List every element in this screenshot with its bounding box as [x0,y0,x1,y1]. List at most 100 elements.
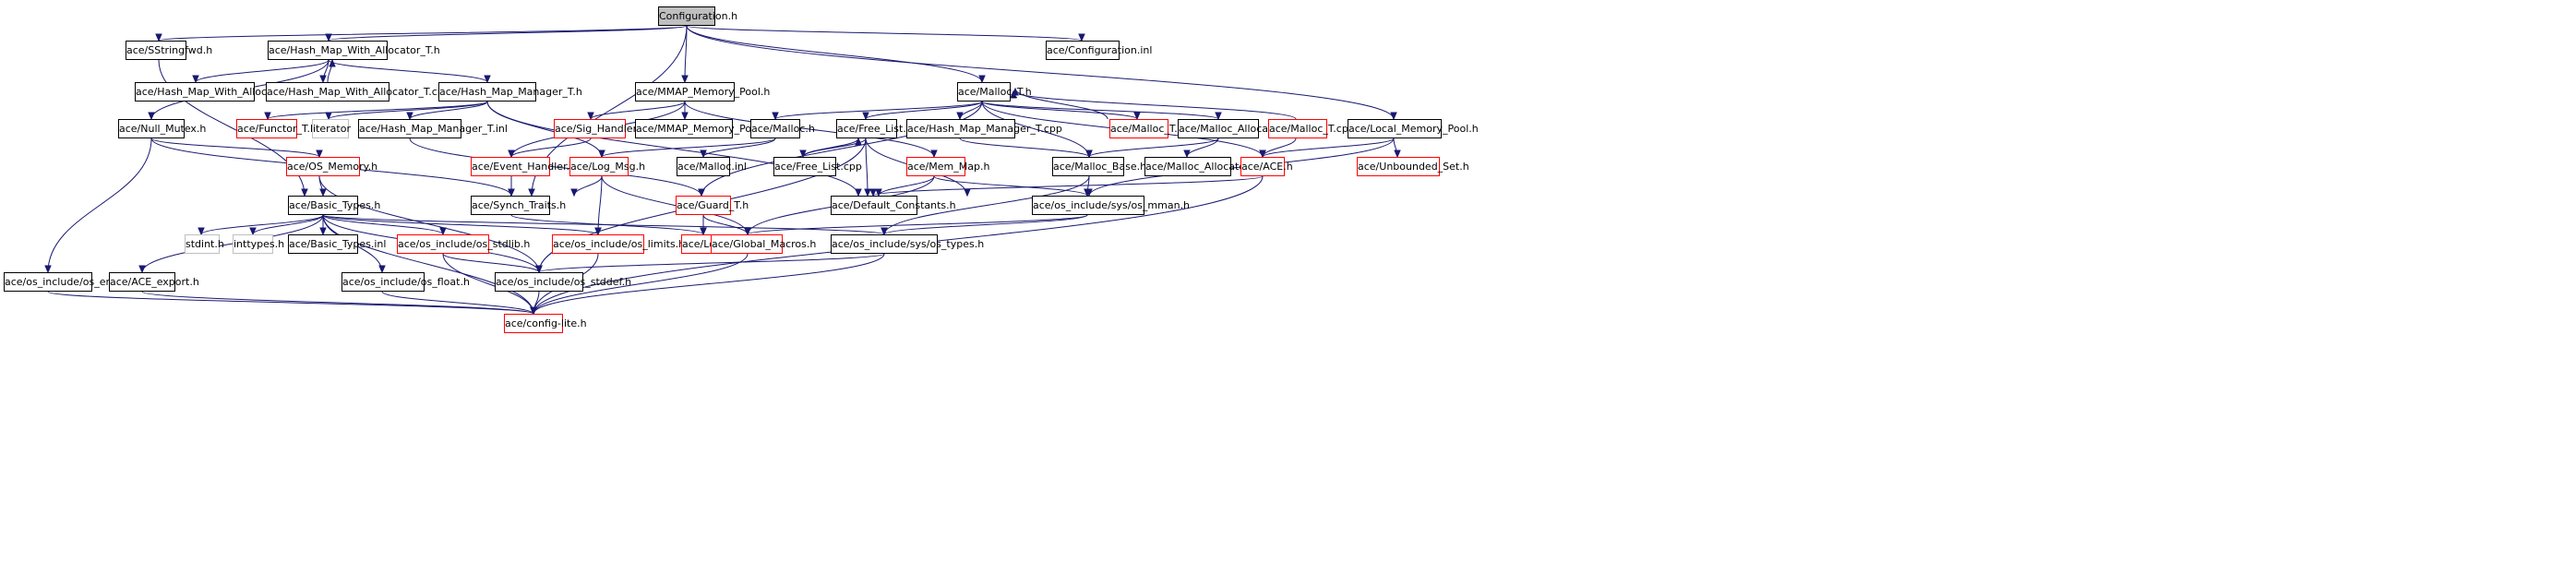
node-malloc-allocator-h[interactable]: ace/Malloc_Allocator.h [1178,119,1291,138]
node-malloc-t-h[interactable]: ace/Malloc_T.h [957,82,1032,102]
node-mmap-memory-pool-inl[interactable]: ace/MMAP_Memory_Pool.inl [635,119,775,138]
dependency-arrowhead [964,188,971,197]
dependency-arrowhead [681,75,689,84]
dependency-arrowhead [1085,149,1093,159]
node-malloc-t-cpp[interactable]: ace/Malloc_T.cpp [1268,119,1355,138]
node-os-errno-h[interactable]: ace/os_include/os_errno.h [4,272,136,292]
node-hash-map-manager-t-inl[interactable]: ace/Hash_Map_Manager_T.inl [358,119,508,138]
dependency-arrowhead [148,112,155,121]
dependency-edge [267,101,488,120]
dependency-arrowhead [864,188,871,197]
node-os-limits-h[interactable]: ace/os_include/os_limits.h [552,234,685,254]
dependency-arrowhead [869,188,877,197]
node-ace-h[interactable]: ace/ACE.h [1240,157,1293,176]
node-os-stddef-h[interactable]: ace/os_include/os_stddef.h [495,272,631,292]
dependency-edge [252,214,324,235]
node-malloc-allocator-inl[interactable]: ace/Malloc_Allocator.inl [1144,157,1264,176]
dependency-edge [328,25,688,42]
dependency-arrowhead [198,227,205,236]
dependency-edge [150,138,320,158]
node-mmap-memory-pool-h[interactable]: ace/MMAP_Memory_Pool.h [635,82,770,102]
node-null-mutex-h[interactable]: ace/Null_Mutex.h [118,119,206,138]
node-global-macros-h[interactable]: ace/Global_Macros.h [711,234,816,254]
node-default-constants-h[interactable]: ace/Default_Constants.h [831,196,956,215]
node-os-types-h[interactable]: ace/os_include/sys/os_types.h [831,234,984,254]
dependency-edge [933,175,1088,197]
node-unbounded-set-h[interactable]: ace/Unbounded_Set.h [1357,157,1469,176]
node-malloc-t-inl[interactable]: ace/Malloc_T.inl [1109,119,1190,138]
node-basic-types-inl[interactable]: ace/Basic_Types.inl [288,234,386,254]
dependency-arrowhead [325,112,332,121]
node-hash-map-manager-t-cpp[interactable]: ace/Hash_Map_Manager_T.cpp [906,119,1062,138]
dependency-edge [872,175,1264,197]
dependency-arrowhead [681,112,689,121]
dependency-edge [538,253,885,273]
dependency-arrowhead [44,265,52,274]
node-os-stdlib-h[interactable]: ace/os_include/os_stdlib.h [397,234,530,254]
node-hash-map-with-allocator-t-cpp[interactable]: ace/Hash_Map_With_Allocator_T.cpp [266,82,450,102]
dependency-edge [381,291,534,315]
node-basic-types-h[interactable]: ace/Basic_Types.h [288,196,380,215]
dependency-arrowhead [508,149,515,159]
node-os-float-h[interactable]: ace/os_include/os_float.h [341,272,470,292]
dependency-edge [1014,88,1108,120]
dependency-edge [686,25,983,83]
node-config-lite-h[interactable]: ace/config-lite.h [504,314,587,333]
dependency-edge [328,59,488,83]
dependency-edge [1012,90,1297,120]
dependency-arrowhead [329,58,336,67]
node-synch-traits-h[interactable]: ace/Synch_Traits.h [471,196,566,215]
dependency-edge [981,101,1219,120]
node-event-handler-h[interactable]: ace/Event_Handler.h [471,157,576,176]
dependency-edge [686,25,1395,120]
dependency-edge [409,101,488,120]
dependency-arrowhead [319,188,327,197]
node-local-memory-pool-h[interactable]: ace/Local_Memory_Pool.h [1348,119,1479,138]
node-ace-export-h[interactable]: ace/ACE_export.h [109,272,199,292]
dependency-edge [684,101,935,158]
dependency-arrowhead [700,227,707,236]
dependency-edge [322,214,444,235]
dependency-arrowhead [528,188,535,197]
dependency-arrowhead [508,188,515,197]
dependency-arrowhead [325,33,332,42]
dependency-edge [702,138,776,158]
node-configuration-inl[interactable]: ace/Configuration.inl [1046,41,1152,60]
node-mem-map-h[interactable]: ace/Mem_Map.h [906,157,989,176]
dependency-arrowhead [772,112,779,121]
node-os-mman-h[interactable]: ace/os_include/sys/os_mman.h [1032,196,1190,215]
dependency-arrowhead [1084,188,1091,197]
node-free-list-h[interactable]: ace/Free_List.h [836,119,913,138]
node-guard-t-h[interactable]: ace/Guard_T.h [676,196,749,215]
dependency-edge [959,138,1090,158]
dependency-edge [981,101,1090,158]
node-sig-handler-h[interactable]: ace/Sig_Handler.h [554,119,646,138]
node-malloc-h[interactable]: ace/Malloc.h [750,119,815,138]
dependency-arrowhead [930,149,938,159]
dependency-edge [533,253,749,315]
dependency-arrowhead [264,112,271,121]
dependency-arrowhead [319,227,327,236]
node-malloc-inl[interactable]: ace/Malloc.inl [677,157,747,176]
dependency-edge [601,138,776,158]
dependency-arrowhead [855,188,862,197]
dependency-arrowhead [598,149,605,159]
node-hash-map-manager-t-h[interactable]: ace/Hash_Map_Manager_T.h [438,82,582,102]
dependency-arrowhead [1078,33,1085,42]
node-functor-t-h[interactable]: ace/Functor_T.h [236,119,317,138]
dependency-arrowhead [570,188,578,197]
node-inttypes-h: inttypes.h [233,234,284,254]
dependency-edge [322,214,534,315]
dependency-arrowhead [1390,112,1397,121]
dependency-arrowhead [530,306,537,316]
dependency-edge [701,101,983,197]
node-sstringfwd-h[interactable]: ace/SStringfwd.h [126,41,212,60]
node-os-memory-h[interactable]: ace/OS_Memory.h [286,157,377,176]
node-hash-map-with-allocator-t-inl[interactable]: ace/Hash_Map_With_Allocator_T.inl [135,82,313,102]
node-stdint-h: stdint.h [185,234,224,254]
node-malloc-base-h[interactable]: ace/Malloc_Base.h [1052,157,1146,176]
node-log-msg-h[interactable]: ace/Log_Msg.h [569,157,645,176]
node-free-list-cpp[interactable]: ace/Free_List.cpp [773,157,862,176]
dependency-edge [442,253,540,273]
node-hash-map-with-allocator-t-h[interactable]: ace/Hash_Map_With_Allocator_T.h [268,41,440,60]
